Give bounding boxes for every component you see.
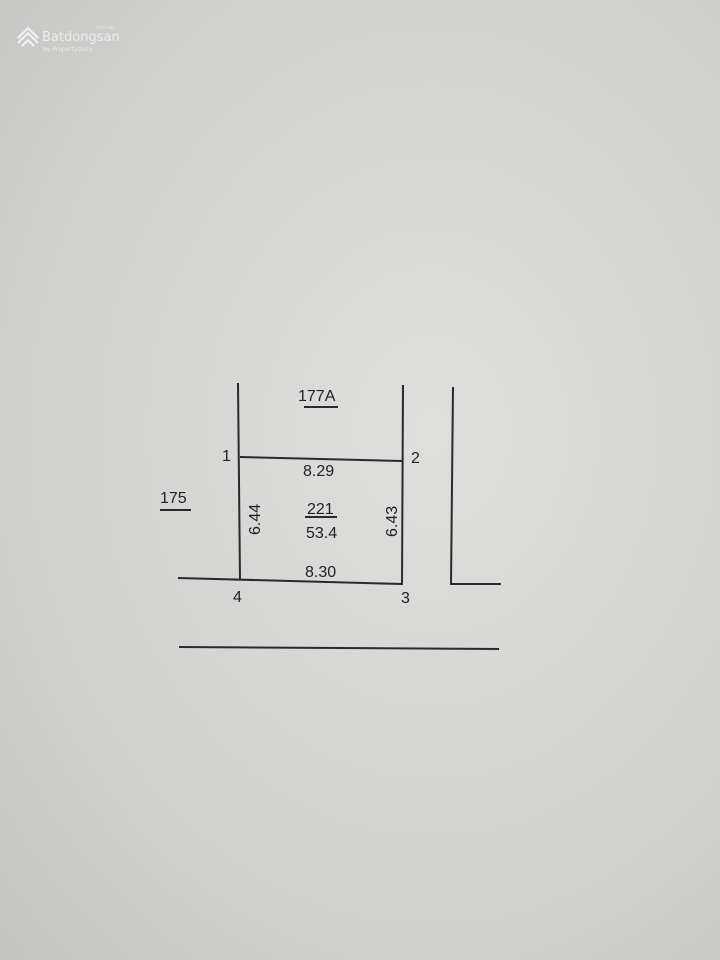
vertex-1: 1 — [222, 448, 231, 465]
watermark-tagline: by PropertyGuru — [43, 46, 93, 53]
watermark-domain: .com.vn — [94, 25, 114, 31]
parcel-number: 221 — [307, 501, 334, 518]
watermark-logo: Batdongsan by PropertyGuru .com.vn — [17, 25, 120, 53]
right-boundary — [401, 384, 404, 586]
left-boundary — [237, 382, 241, 581]
vertex-4: 4 — [233, 589, 242, 606]
bottom-boundary — [177, 577, 403, 585]
edge-left-length: 6.44 — [247, 504, 264, 535]
edge-right-length: 6.43 — [384, 506, 401, 537]
edge-top-length: 8.29 — [303, 463, 334, 480]
parcel-area: 53.4 — [306, 525, 337, 542]
adjacent-lot-boundary — [449, 386, 501, 585]
vertex-2: 2 — [411, 450, 420, 467]
vertex-3: 3 — [401, 590, 410, 607]
neighbor-west-label: 175 — [160, 490, 187, 507]
road-line — [178, 646, 500, 650]
neighbor-north-label: 177A — [298, 388, 336, 405]
top-boundary — [239, 456, 403, 462]
edge-bottom-length: 8.30 — [305, 564, 336, 581]
watermark-brand: Batdongsan — [42, 30, 120, 45]
